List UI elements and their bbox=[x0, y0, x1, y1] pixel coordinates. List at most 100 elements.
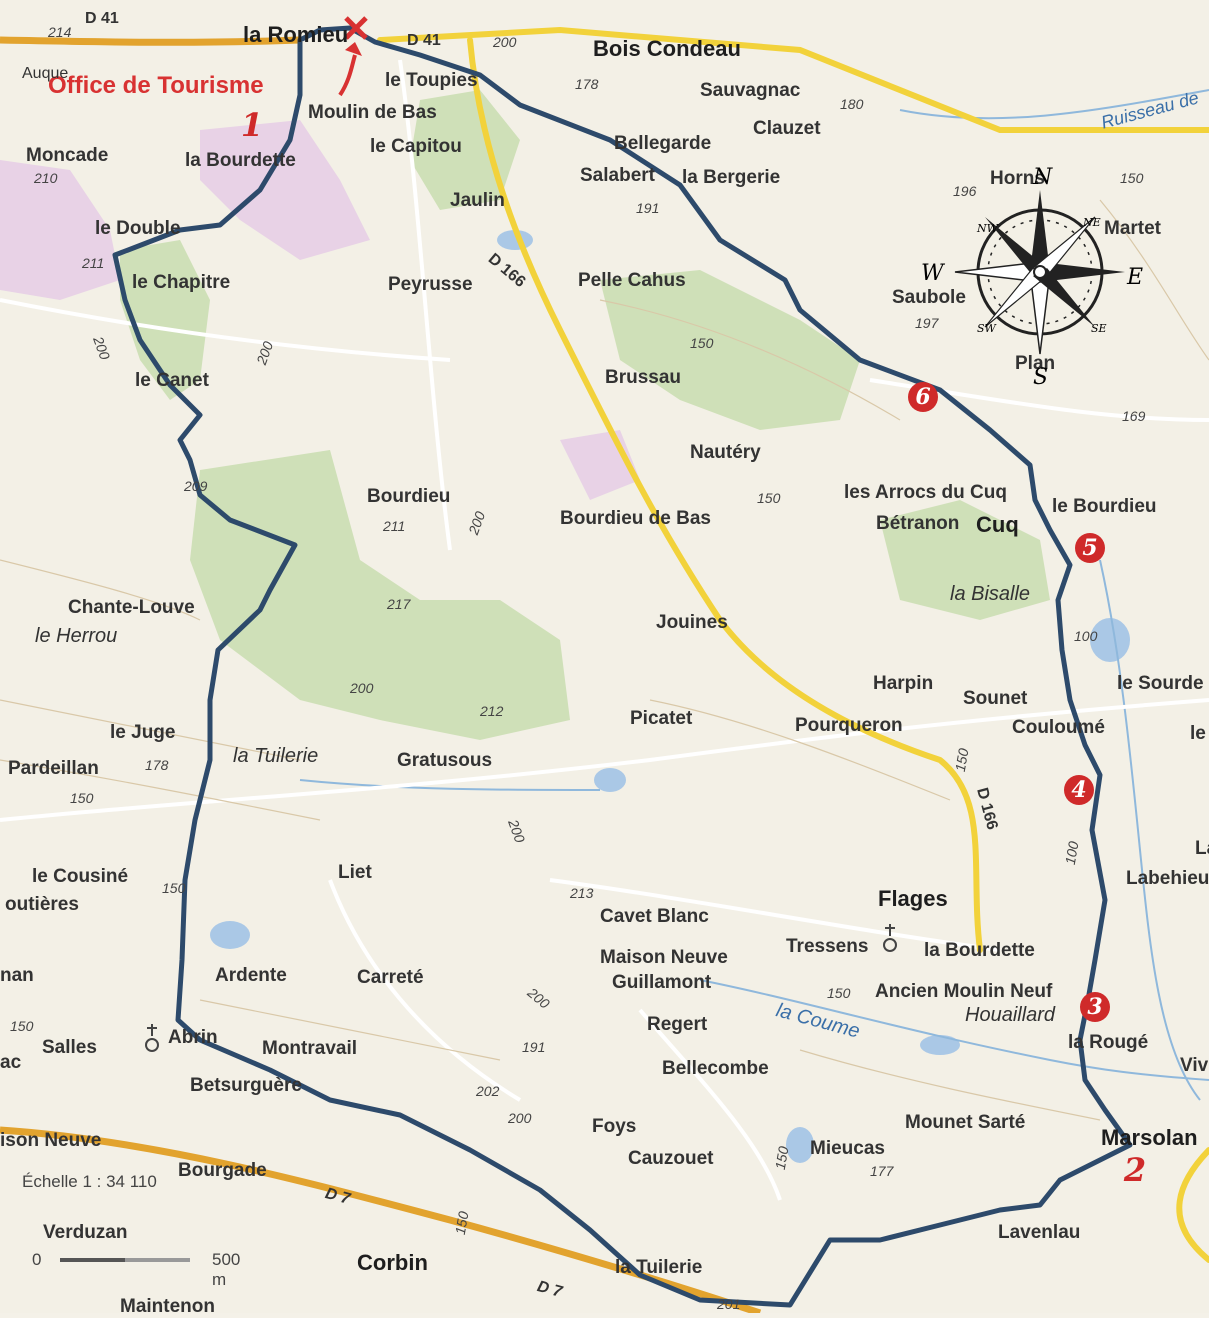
label-foys: Foys bbox=[592, 1116, 637, 1137]
label-couloume: Couloumé bbox=[1012, 717, 1105, 738]
elev-197: 197 bbox=[915, 315, 939, 331]
label-moncade: Moncade bbox=[26, 145, 109, 166]
label-montravail: Montravail bbox=[262, 1038, 358, 1059]
scale-bar bbox=[60, 1258, 190, 1262]
elev-178: 178 bbox=[575, 76, 599, 92]
label-corbin: Corbin bbox=[357, 1250, 428, 1275]
elev-214: 214 bbox=[48, 24, 72, 40]
label-picatet: Picatet bbox=[630, 708, 693, 729]
route-marker-5: 5 bbox=[1075, 533, 1105, 563]
elev-217: 217 bbox=[387, 596, 411, 612]
label-outieres: outières bbox=[5, 894, 79, 915]
label-cavet-blanc: Cavet Blanc bbox=[600, 906, 709, 927]
label-la-rouge: la Rougé bbox=[1068, 1032, 1149, 1053]
label-salles: Salles bbox=[42, 1037, 97, 1058]
elev-100-a: 100 bbox=[1074, 628, 1098, 644]
label-la-bisalle: la Bisalle bbox=[950, 583, 1031, 605]
road-d41-east: D 41 bbox=[407, 32, 441, 49]
label-flages: Flages bbox=[878, 886, 948, 911]
label-cauzouet: Cauzouet bbox=[628, 1148, 714, 1169]
label-carrete: Carreté bbox=[357, 967, 424, 988]
label-le-cousine: le Cousiné bbox=[32, 866, 129, 887]
elev-169: 169 bbox=[1122, 408, 1146, 424]
label-houaillard: Houaillard bbox=[965, 1004, 1056, 1026]
elev-178-b: 178 bbox=[145, 757, 169, 773]
label-maison-neuve-sw: ison Neuve bbox=[0, 1130, 102, 1151]
elev-200-g: 200 bbox=[508, 1110, 532, 1126]
elev-191: 191 bbox=[636, 200, 660, 216]
label-jouines: Jouines bbox=[656, 612, 728, 633]
label-labehieu: Labehieu bbox=[1126, 868, 1209, 889]
elev-150-b: 150 bbox=[757, 490, 781, 506]
label-le-bourdieu-e: le Bourdieu bbox=[1052, 496, 1157, 517]
compass-sw: SW bbox=[977, 322, 998, 335]
streams bbox=[299, 89, 1209, 1101]
hiking-route bbox=[112, 25, 1133, 1308]
label-marsolan: Marsolan bbox=[1101, 1125, 1198, 1150]
label-la-tuilerie-n: la Tuilerie bbox=[233, 745, 319, 767]
label-verduzan: Verduzan bbox=[43, 1222, 128, 1243]
start-cross-icon bbox=[344, 16, 368, 40]
label-ancien-moulin-neuf: Ancien Moulin Neuf bbox=[875, 981, 1053, 1002]
label-betsurguere: Betsurguère bbox=[190, 1075, 302, 1096]
elev-196: 196 bbox=[953, 183, 977, 199]
elev-200-d: 200 bbox=[350, 680, 374, 696]
label-le-e: le bbox=[1190, 723, 1206, 744]
route-marker-2: 2 bbox=[1123, 1151, 1147, 1189]
label-nautery: Nautéry bbox=[690, 442, 761, 463]
label-le-double: le Double bbox=[95, 218, 181, 239]
compass-west: W bbox=[921, 261, 946, 286]
elev-200: 200 bbox=[493, 34, 517, 50]
label-bellecombe: Bellecombe bbox=[662, 1058, 769, 1079]
route-marker-3: 3 bbox=[1080, 992, 1110, 1022]
label-bois-condeau: Bois Condeau bbox=[593, 36, 741, 61]
compass-rose-icon: N S W E NE NW SE SW bbox=[921, 165, 1143, 390]
compass-ne: NE bbox=[1082, 216, 1101, 229]
label-liet: Liet bbox=[338, 862, 372, 883]
tourism-arrow bbox=[338, 54, 357, 97]
scale-ratio: Échelle 1 : 34 110 bbox=[22, 1172, 157, 1191]
label-betranon: Bétranon bbox=[876, 513, 960, 534]
label-jaulin: Jaulin bbox=[450, 190, 505, 211]
label-guillamont: Guillamont bbox=[612, 972, 712, 993]
route-marker-6: 6 bbox=[908, 382, 938, 412]
label-le-sourde: le Sourde bbox=[1117, 673, 1204, 694]
route-marker-4: 4 bbox=[1064, 775, 1094, 805]
label-viv: Viv bbox=[1180, 1055, 1209, 1076]
elev-210: 210 bbox=[34, 170, 58, 186]
main-roads bbox=[377, 26, 1209, 1263]
map-scale: Échelle 1 : 34 110 0 500 m bbox=[22, 1172, 240, 1292]
route-marker-1: 1 bbox=[240, 106, 264, 144]
compass-east: E bbox=[1126, 265, 1143, 290]
scale-distance: 500 m bbox=[212, 1250, 241, 1289]
label-la-e: La bbox=[1195, 838, 1209, 859]
label-la-tuilerie-s: la Tuilerie bbox=[615, 1257, 703, 1278]
label-tressens: Tressens bbox=[786, 936, 869, 957]
label-la-bourdette-e: la Bourdette bbox=[924, 940, 1035, 961]
label-la-bourdette-n: la Bourdette bbox=[185, 150, 296, 171]
label-le-canet: le Canet bbox=[135, 370, 209, 391]
label-pelle-cahus: Pelle Cahus bbox=[578, 270, 686, 291]
elev-150-f: 150 bbox=[10, 1018, 34, 1034]
label-maison-neuve-guillamont: Maison Neuve bbox=[600, 947, 728, 968]
label-bourdieu: Bourdieu bbox=[367, 486, 451, 507]
label-brussau: Brussau bbox=[605, 367, 682, 388]
label-ardente: Ardente bbox=[215, 965, 287, 986]
elev-150-j: 150 bbox=[1120, 170, 1144, 186]
label-maintenon: Maintenon bbox=[120, 1296, 215, 1317]
compass-se: SE bbox=[1091, 322, 1107, 335]
label-chante-louve: Chante-Louve bbox=[68, 597, 195, 618]
church-icon bbox=[883, 924, 897, 952]
water-bodies bbox=[210, 230, 1130, 1163]
label-le-juge: le Juge bbox=[110, 722, 176, 743]
label-office-tourisme: Office de Tourisme bbox=[48, 72, 264, 99]
elev-150-g: 150 bbox=[827, 985, 851, 1001]
label-peyrusse: Peyrusse bbox=[388, 274, 473, 295]
elev-211-center: 211 bbox=[383, 518, 406, 534]
label-abrin: Abrin bbox=[168, 1027, 218, 1048]
compass-north: N bbox=[1032, 165, 1053, 190]
label-saubole: Saubole bbox=[892, 287, 966, 308]
d41-road bbox=[0, 36, 301, 46]
label-bellegarde: Bellegarde bbox=[614, 133, 712, 154]
label-nan: nan bbox=[0, 965, 34, 986]
